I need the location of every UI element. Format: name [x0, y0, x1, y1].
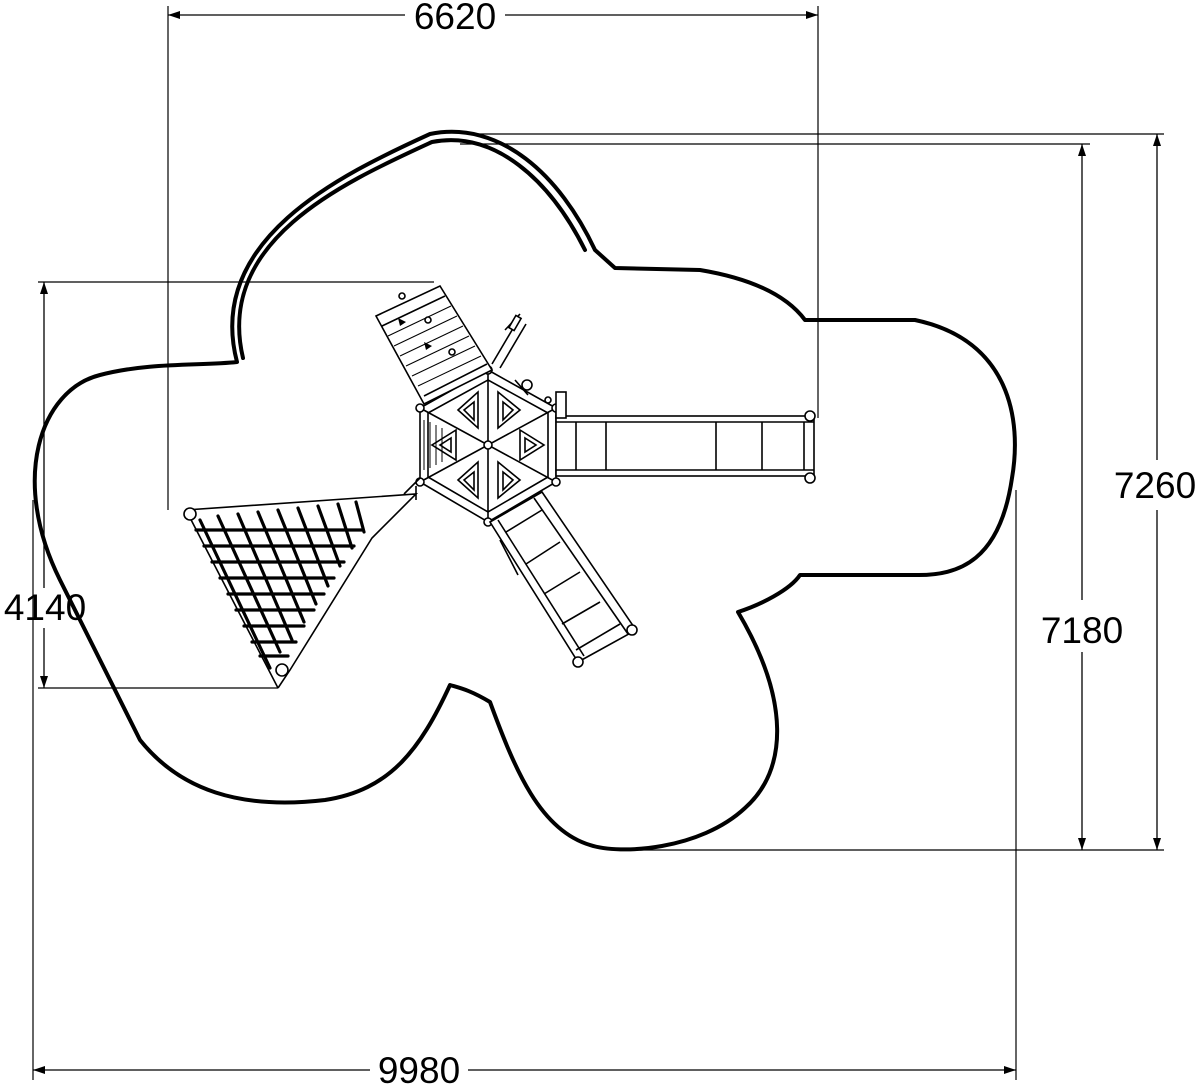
roof-panel	[430, 428, 457, 462]
slatted-platform	[374, 284, 494, 406]
dimension-label-top-width: 6620	[414, 0, 496, 37]
roof-panel	[497, 390, 522, 430]
straight-slide	[555, 391, 816, 484]
dimension-right-inner: 7180	[460, 143, 1123, 850]
tower-slats	[423, 420, 443, 470]
dimension-label-right-outer-height: 7260	[1114, 465, 1196, 506]
dimension-right-outer: 7260	[470, 133, 1196, 851]
roof-panel	[456, 390, 479, 430]
dimension-top: 6620	[167, 0, 819, 510]
dimension-label-right-inner-height: 7180	[1041, 610, 1123, 651]
fireman-pole	[491, 313, 527, 369]
roof-panel	[519, 428, 546, 462]
dimension-bottom: 9980	[32, 490, 1017, 1085]
net-grid	[194, 500, 366, 670]
dimension-left: 4140	[4, 281, 434, 689]
climbing-net	[183, 477, 421, 689]
safety-zone-outline	[32, 129, 1017, 852]
roof-panel	[497, 460, 522, 500]
safety-zone-outline-inner	[237, 138, 587, 360]
angled-slide	[488, 490, 638, 668]
roof-panel	[456, 460, 479, 500]
hexagonal-tower	[415, 365, 561, 527]
dimension-label-bottom-width: 9980	[378, 1050, 460, 1085]
